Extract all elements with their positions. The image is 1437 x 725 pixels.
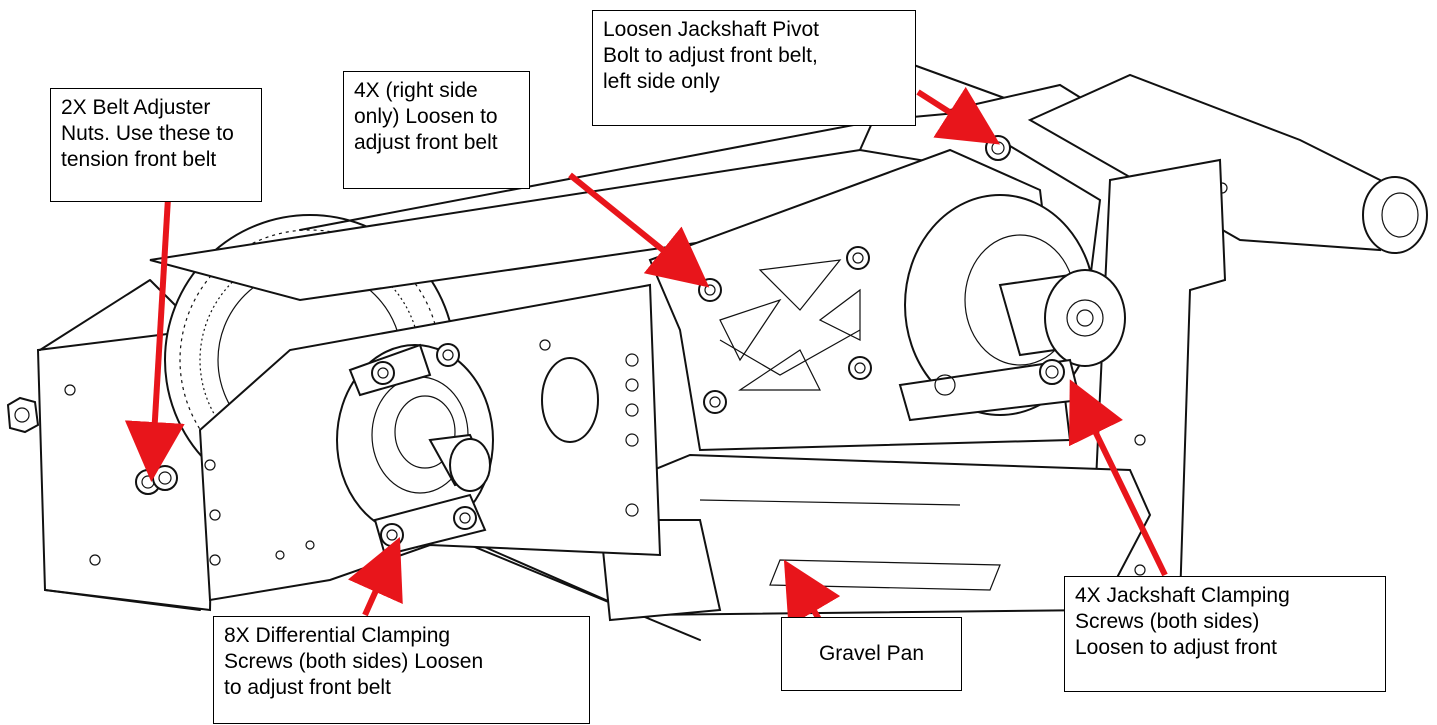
arrow-jackshaft-pivot (916, 86, 1001, 145)
left-nut (6, 396, 40, 434)
arrow-diff-clamping (348, 537, 403, 617)
callout-belt-adjuster: 2X Belt Adjuster Nuts. Use these to tens… (50, 88, 262, 202)
differential-hub (336, 344, 494, 536)
arrow-right-side-loosen (568, 172, 710, 288)
bolts (135, 135, 1065, 547)
callout-diff-clamping: 8X Differential Clamping Screws (both si… (213, 616, 590, 724)
arrow-belt-adjuster (124, 197, 185, 482)
callout-right-side-loosen: 4X (right side only) Loosen to adjust fr… (343, 71, 530, 189)
callout-jackshaft-clamping: 4X Jackshaft Clamping Screws (both sides… (1064, 576, 1386, 692)
callout-jackshaft-pivot: Loosen Jackshaft Pivot Bolt to adjust fr… (592, 10, 916, 126)
callout-gravel-pan: Gravel Pan (781, 617, 962, 691)
arrow-jackshaft-clamping (1069, 379, 1168, 577)
